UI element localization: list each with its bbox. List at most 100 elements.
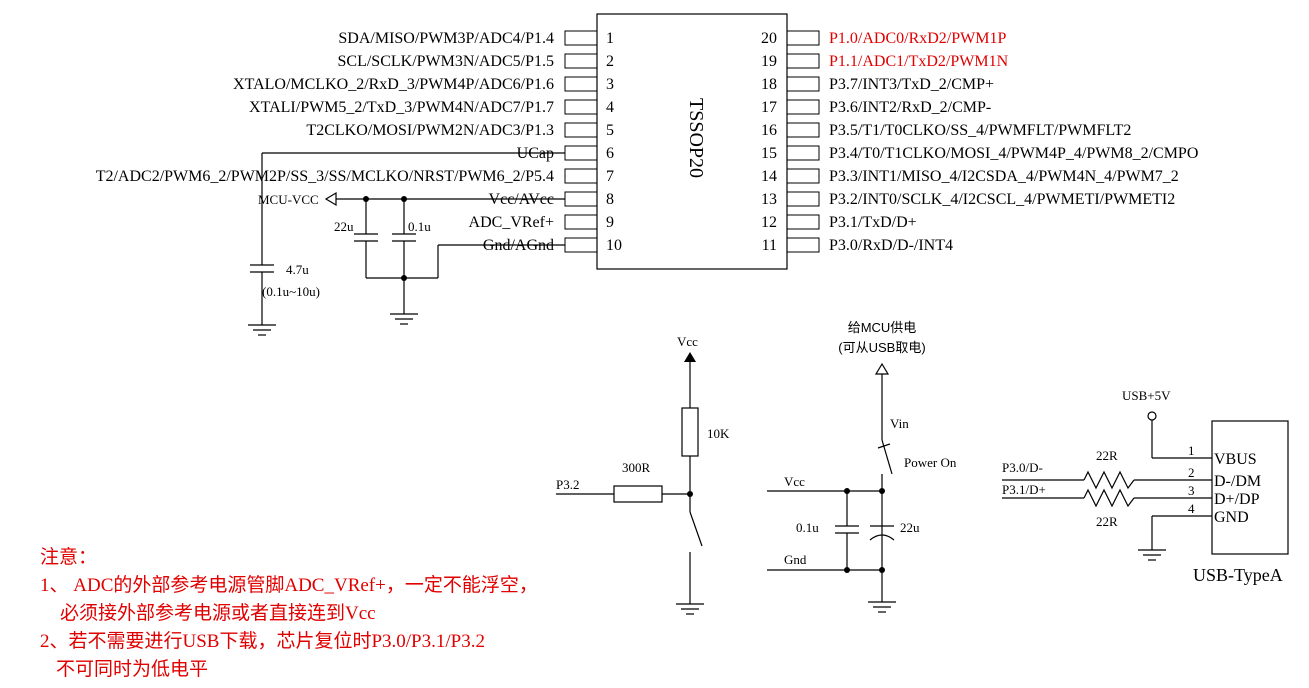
pin-label: P3.2/INT0/SCLK_4/I2CSCL_4/PWMETI/PWMETI2 [829,191,1175,208]
power-arrow-icon [874,362,890,375]
usb-pin-number: 1 [1188,443,1195,458]
power-on-label: Power On [904,455,957,470]
chip-left-pin: SCL/SCLK/PWM3N/ADC5/P1.5 2 [338,53,614,70]
pin-stub [564,122,598,138]
pin-stub [786,214,820,230]
supply-vcc-label: Vcc [784,474,805,489]
pin-stub [564,76,598,92]
usb-pin-name: D-/DM [1214,473,1261,490]
usb-connector-label: USB-TypeA [1193,565,1283,585]
pin-number: 16 [761,122,777,139]
ground-icon [676,603,704,615]
usb-circuit: USB+5V P3.0/D- 22R P3.1/D+ 22R 1VBUS2D-/… [1002,388,1289,585]
r-pullup-value: 10K [707,426,730,441]
r-series-value: 300R [622,460,651,475]
pin-label: P3.1/TxD/D+ [829,214,917,231]
ucap-value: 4.7u [286,262,309,277]
pin-stub [564,99,598,115]
pin-stub [564,30,598,46]
pin-number: 11 [762,237,777,254]
chip-right-pin: 18 P3.7/INT3/TxD_2/CMP+ [761,76,994,93]
usb-pin-name: D+/DP [1214,491,1260,508]
note-2-line-2: 不可同时为低电平 [56,658,208,680]
pin-number: 13 [761,191,777,208]
supply-title: 给MCU供电 [848,320,917,335]
pin-label: P3.6/INT2/RxD_2/CMP- [829,99,991,116]
ground-icon [248,324,276,336]
pin-label: P3.5/T1/T0CLKO/SS_4/PWMFLT/PWMFLT2 [829,122,1131,139]
pin-label: XTALO/MCLKO_2/RxD_3/PWM4P/ADC6/P1.6 [233,76,554,93]
pin-label: T2CLKO/MOSI/PWM2N/ADC3/P1.3 [306,122,554,139]
pin-number: 9 [606,214,614,231]
pin-number: 14 [761,168,777,185]
pin-stub [786,191,820,207]
usb-connector [1211,420,1289,555]
pin-number: 4 [606,99,614,116]
pin-stub [786,76,820,92]
pin-stub [786,237,820,253]
pin-label: P3.4/T0/T1CLKO/MOSI_4/PWM4P_4/PWM8_2/CMP… [829,145,1198,162]
pin-stub [786,145,820,161]
pin-number: 20 [761,30,777,47]
pin-stub [786,122,820,138]
pin-number: 15 [761,145,777,162]
pin-label: P3.3/INT1/MISO_4/I2CSDA_4/PWM4N_4/PWM7_2 [829,168,1179,185]
pin-label: P1.1/ADC1/TxD2/PWM1N [829,53,1009,70]
ground-icon [868,601,896,613]
vcc-arrow-icon [324,191,337,207]
chip-name: TSSOP20 [685,98,707,178]
pin-number: 2 [606,53,614,70]
supply-gnd-label: Gnd [784,552,807,567]
usb-dm-net: P3.0/D- [1002,460,1043,475]
pin-label: ADC_VRef+ [469,214,554,231]
reset-vcc-label: Vcc [677,334,698,349]
chip-left-pin: ADC_VRef+ 9 [469,214,614,231]
ground-icon [390,313,418,325]
supply-cap-big: 22u [900,520,920,535]
pin-stub [786,30,820,46]
note-heading: 注意： [40,546,97,568]
supply-circuit: 给MCU供电 (可从USB取电) Vin Power On Vcc 0.1u 2… [767,320,957,613]
pin-stub [786,99,820,115]
reset-net-label: P3.2 [556,477,579,492]
pin-label: T2/ADC2/PWM6_2/PWM2P/SS_3/SS/MCLKO/NRST/… [96,168,554,185]
vcc-arrow-icon [684,352,696,362]
pin-number: 19 [761,53,777,70]
power-decoupling: 4.7u (0.1u~10u) MCU-VCC 22u 0.1u [248,152,565,336]
chip-right-pin: 11 P3.0/RxD/D-/INT4 [762,237,953,254]
usb-pin-name: VBUS [1214,451,1257,468]
pin-label: P3.0/RxD/D-/INT4 [829,237,953,254]
note-1-line-1: 1、 ADC的外部参考电源管脚ADC_VRef+，一定不能浮空， [40,574,538,596]
reset-switch-icon [689,511,703,547]
pin-stub [564,145,598,161]
chip-right-pin: 15 P3.4/T0/T1CLKO/MOSI_4/PWM4P_4/PWM8_2/C… [761,145,1198,162]
usb-supply-label: USB+5V [1122,388,1171,403]
pin-number: 18 [761,76,777,93]
pin-stub [786,168,820,184]
pin-label: XTALI/PWM5_2/TxD_3/PWM4N/ADC7/P1.7 [249,99,554,116]
pin-number: 8 [606,191,614,208]
resistor-22r-top [1083,470,1135,490]
pin-stub [564,214,598,230]
pin-stub [564,191,598,207]
pin-label: SCL/SCLK/PWM3N/ADC5/P1.5 [338,53,554,70]
chip-right-pin: 14 P3.3/INT1/MISO_4/I2CSDA_4/PWM4N_4/PWM7… [761,168,1179,185]
resistor-300r [613,485,663,503]
mcu-vcc-label: MCU-VCC [258,192,319,207]
pin-label: P3.7/INT3/TxD_2/CMP+ [829,76,994,93]
ground-icon [1138,549,1166,561]
reset-circuit: Vcc 10K 300R P3.2 [556,334,730,615]
usb-pin-name: GND [1214,509,1249,526]
pin-stub [786,53,820,69]
vin-label: Vin [890,416,909,431]
pin-stub [564,237,598,253]
